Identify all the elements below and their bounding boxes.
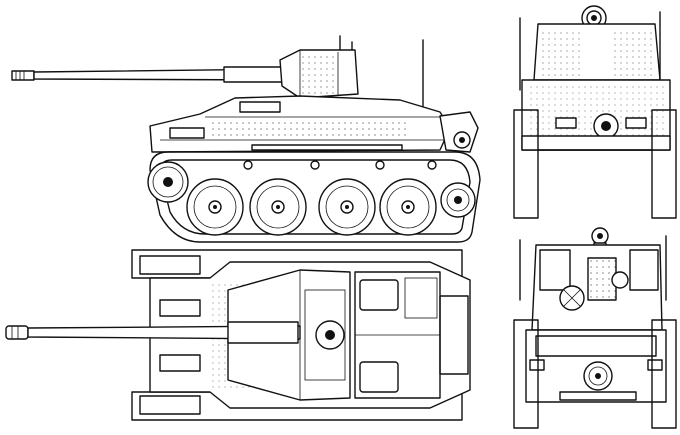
side-rear-stowage	[439, 111, 479, 153]
top-view	[5, 249, 471, 421]
side-shield	[279, 35, 359, 99]
rear-hull	[525, 329, 667, 403]
side-drive-sprocket	[147, 161, 189, 203]
rear-track-right	[651, 319, 677, 429]
top-gun-barrel	[5, 321, 301, 344]
rear-track-left	[513, 319, 539, 429]
side-hull	[149, 95, 451, 176]
side-gun-barrel	[11, 66, 291, 83]
side-road-wheels	[186, 178, 437, 236]
road-wheel	[379, 178, 437, 236]
front-hull	[521, 79, 671, 151]
rear-fighting-compartment	[531, 244, 663, 331]
top-engine-grille	[439, 295, 469, 375]
top-hatch	[159, 299, 201, 317]
road-wheel	[186, 178, 244, 236]
top-stowage-box	[139, 395, 201, 415]
side-view	[11, 35, 481, 243]
side-idler	[440, 182, 476, 218]
top-hatch	[159, 354, 201, 372]
front-view	[513, 5, 677, 219]
road-wheel	[249, 178, 307, 236]
side-return-rollers	[243, 160, 437, 170]
road-wheel	[318, 178, 376, 236]
rear-view	[513, 227, 677, 429]
top-engine-deck	[354, 271, 441, 399]
front-track-left	[513, 109, 539, 219]
top-stowage-box	[139, 255, 201, 275]
front-track-right	[651, 109, 677, 219]
